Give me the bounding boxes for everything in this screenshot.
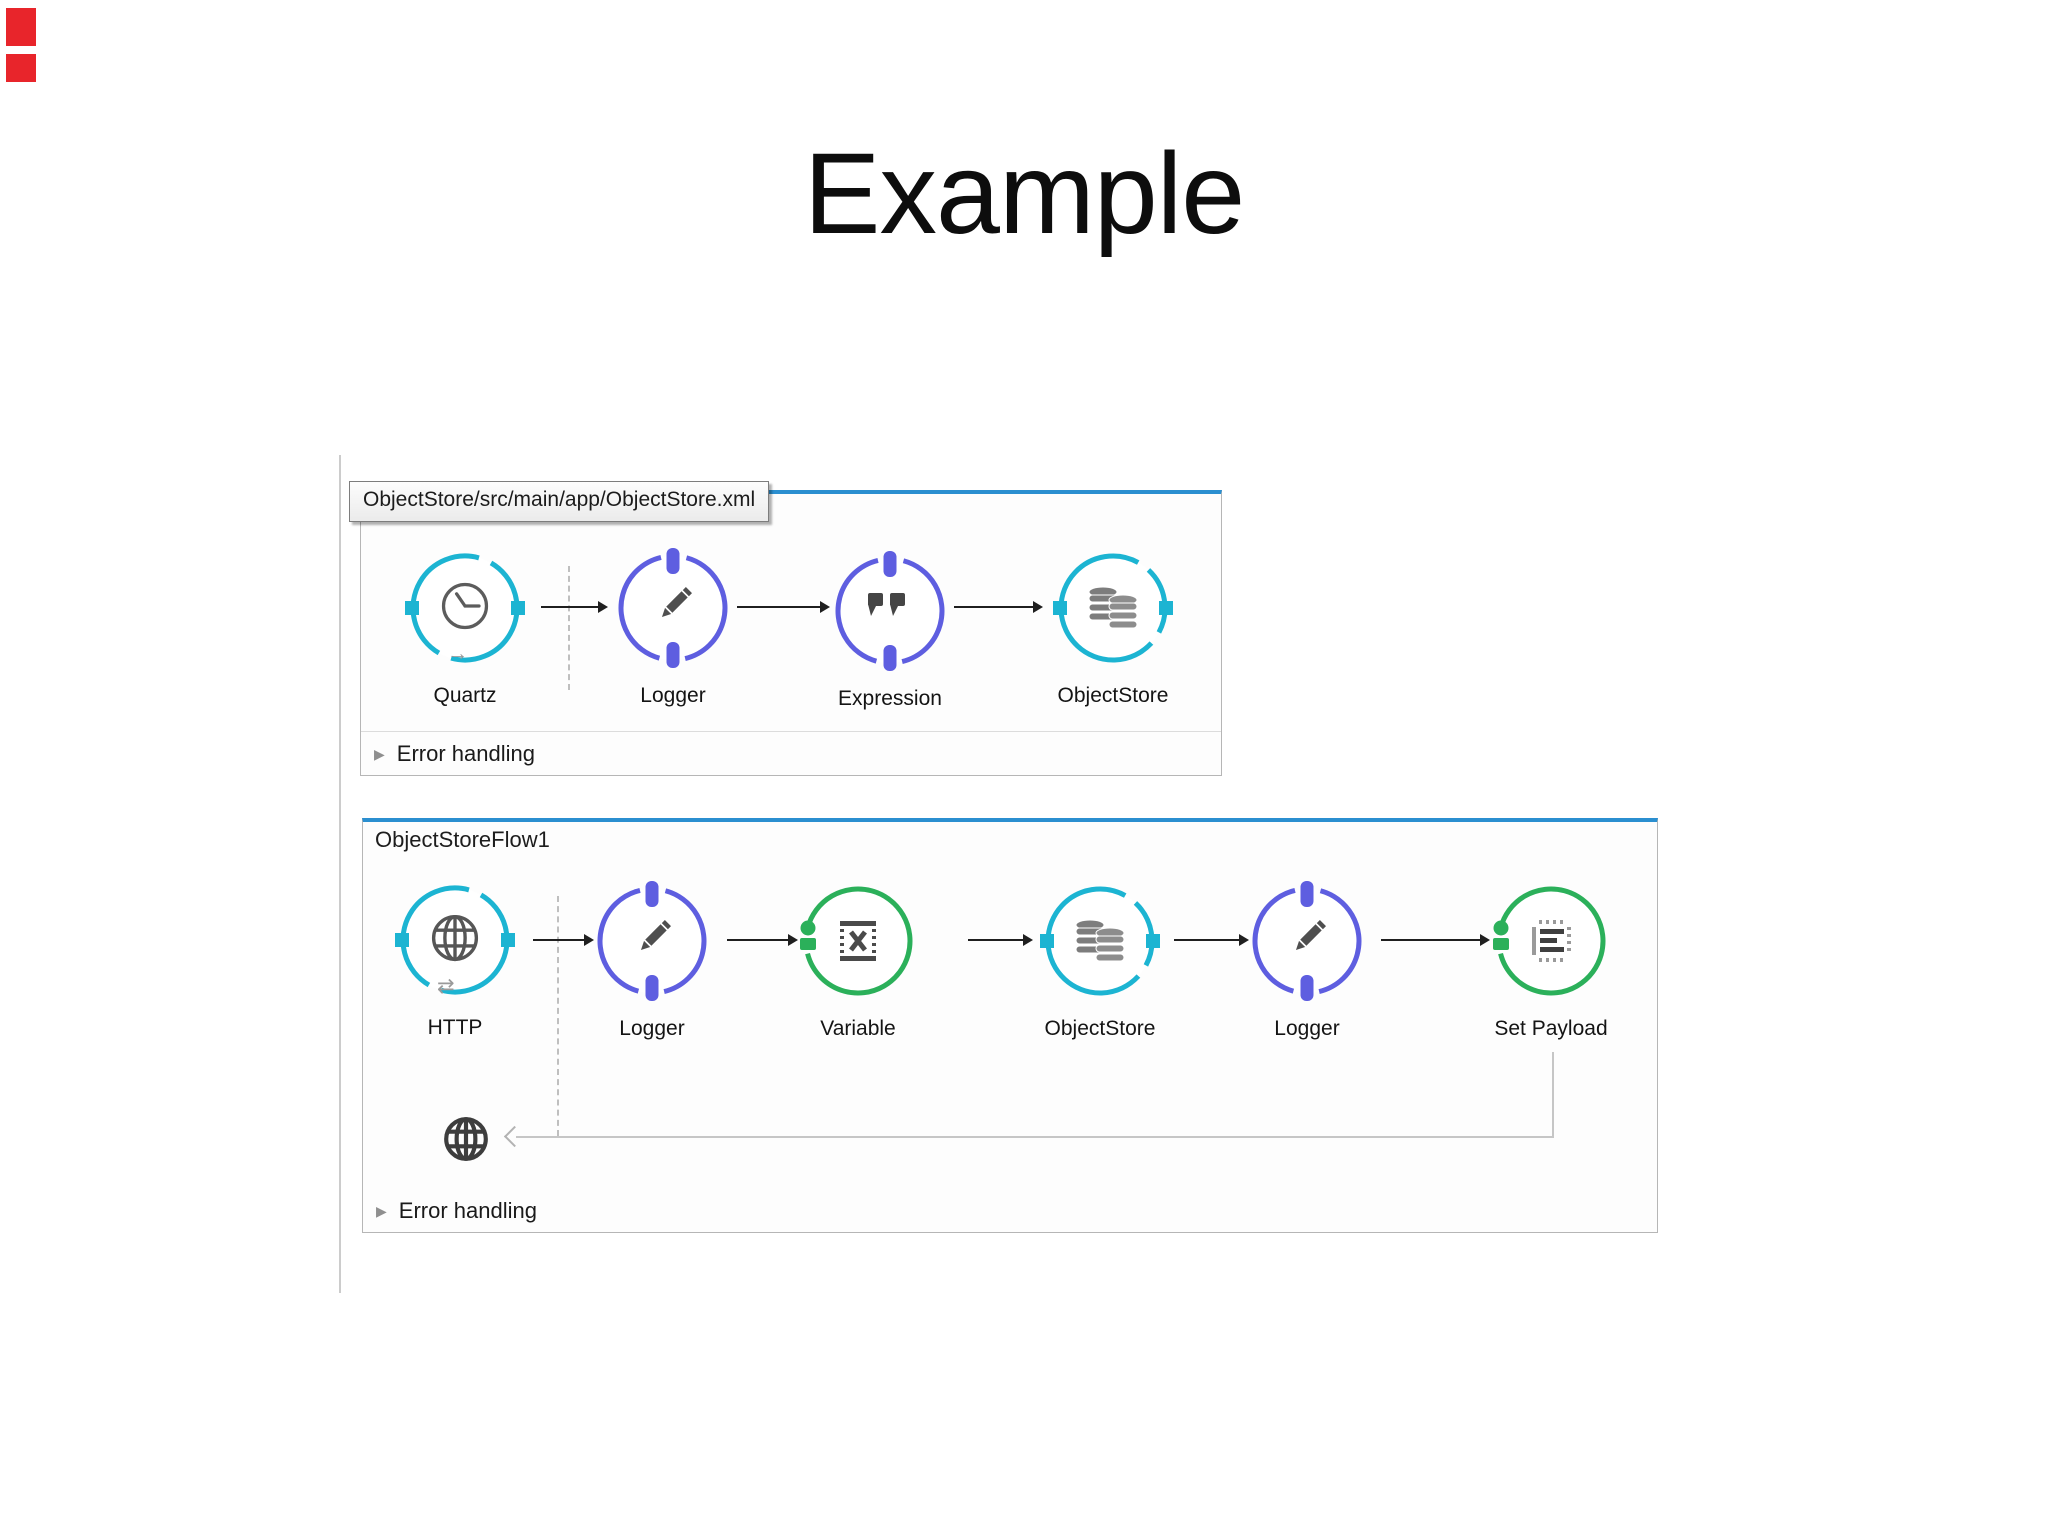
file-path-tooltip: ObjectStore/src/main/app/ObjectStore.xml xyxy=(349,481,770,522)
flow-connector-arrow xyxy=(541,601,608,613)
node-quartz[interactable]: → Quartz xyxy=(405,548,525,707)
error-handling-label: Error handling xyxy=(396,740,535,766)
node-label: HTTP xyxy=(427,1016,483,1039)
flow-connector-arrow xyxy=(968,934,1033,946)
pencil-icon xyxy=(1295,920,1326,951)
variable-x-icon xyxy=(840,921,876,961)
source-process-separator xyxy=(557,896,559,1136)
database-icon xyxy=(1088,586,1138,629)
flow-connector-arrow xyxy=(737,601,830,613)
flow-connector-arrow xyxy=(1381,934,1490,946)
flow-panel-objectstoreflow1[interactable]: ObjectStoreFlow1 ▶ Error handling xyxy=(362,818,1658,1233)
endpoint-ring-icon xyxy=(405,553,525,663)
node-logger[interactable]: Logger xyxy=(613,548,733,707)
canvas-edge-line xyxy=(339,455,341,1293)
clock-icon xyxy=(441,582,489,630)
pencil-icon xyxy=(661,587,692,618)
globe-icon xyxy=(431,914,479,962)
source-process-separator xyxy=(568,566,570,690)
flow-connector-arrow xyxy=(1174,934,1249,946)
response-connector-line xyxy=(516,1136,1554,1138)
corner-red-mark xyxy=(6,8,36,46)
flow-connector-arrow xyxy=(954,601,1043,613)
oneway-arrow-icon: → xyxy=(447,642,468,665)
disclosure-triangle-icon[interactable]: ▶ xyxy=(374,745,385,762)
node-variable[interactable]: Variable xyxy=(798,881,918,1040)
quotes-icon xyxy=(868,593,905,616)
node-http[interactable]: ⇄ HTTP xyxy=(395,880,515,1039)
twoway-arrows-icon: ⇄ xyxy=(437,975,455,998)
response-connector-line xyxy=(1552,1052,1554,1137)
node-label: ObjectStore xyxy=(1044,1017,1156,1040)
pencil-icon xyxy=(640,920,671,951)
flow-connector-arrow xyxy=(727,934,798,946)
node-expression[interactable]: Expression xyxy=(830,551,950,710)
node-label: Variable xyxy=(820,1017,896,1040)
node-label: Expression xyxy=(838,687,942,710)
node-label: Logger xyxy=(640,684,706,707)
node-label: Logger xyxy=(619,1017,685,1040)
node-label: Quartz xyxy=(433,684,497,707)
corner-red-mark xyxy=(6,54,36,82)
node-label: Set Payload xyxy=(1494,1017,1608,1040)
database-icon xyxy=(1075,919,1125,962)
globe-response-icon xyxy=(444,1117,488,1161)
node-logger[interactable]: Logger xyxy=(1247,881,1367,1040)
flow-connector-arrow xyxy=(533,934,594,946)
processor-ring-icon xyxy=(835,551,945,671)
flow-title: ObjectStoreFlow1 xyxy=(375,827,550,852)
error-handling-row[interactable]: ▶ Error handling xyxy=(363,1189,1657,1232)
node-label: Logger xyxy=(1274,1017,1340,1040)
node-objectstore[interactable]: ObjectStore xyxy=(1053,548,1173,707)
node-set-payload[interactable]: Set Payload xyxy=(1491,881,1611,1040)
node-objectstore[interactable]: ObjectStore xyxy=(1040,881,1160,1040)
payload-list-icon xyxy=(1532,920,1571,962)
node-logger[interactable]: Logger xyxy=(592,881,712,1040)
disclosure-triangle-icon[interactable]: ▶ xyxy=(376,1202,387,1219)
error-handling-row[interactable]: ▶ Error handling xyxy=(361,731,1221,775)
error-handling-label: Error handling xyxy=(398,1197,537,1223)
node-label: ObjectStore xyxy=(1057,684,1169,707)
page-title: Example xyxy=(803,130,1245,258)
